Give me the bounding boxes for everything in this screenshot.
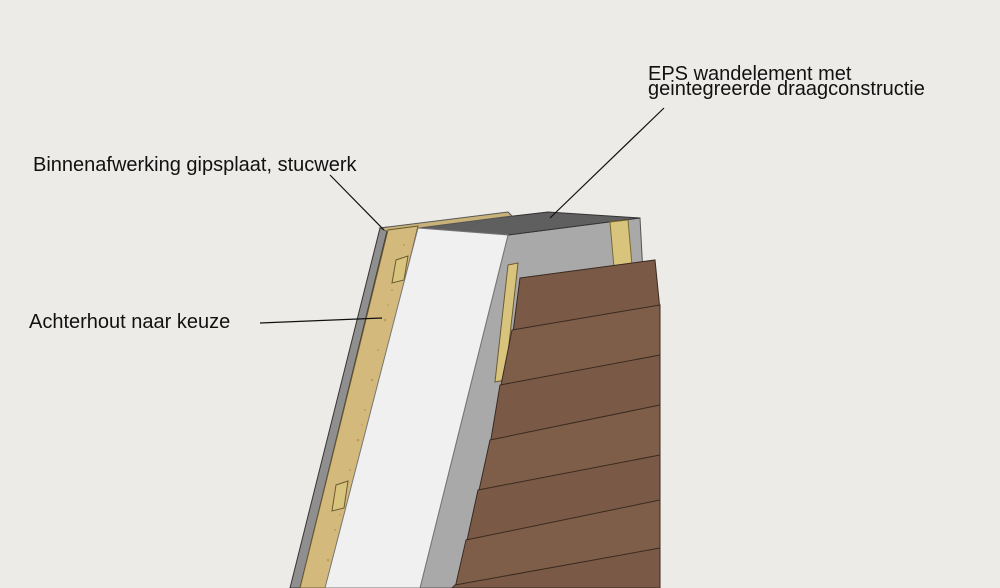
leader-binnenafwerking xyxy=(329,174,385,231)
leader-achterhout xyxy=(259,317,383,324)
osb-batten-bottom xyxy=(331,480,349,512)
osb-board xyxy=(299,225,419,588)
label-achterhout: Achterhout naar keuze xyxy=(29,311,231,333)
back-batten xyxy=(609,219,633,269)
leader-eps xyxy=(549,107,665,219)
osb-batten-top xyxy=(391,255,409,284)
wood-siding xyxy=(451,259,661,588)
label-eps-line-1: EPS wandelement met xyxy=(648,63,852,85)
siding-board-7 xyxy=(451,547,661,588)
label-eps-line-2: geintegreerde draagconstructie xyxy=(648,78,925,100)
label-binnenafwerking: Binnenafwerking gipsplaat, stucwerk xyxy=(33,154,357,176)
eps-insulation xyxy=(324,227,509,588)
